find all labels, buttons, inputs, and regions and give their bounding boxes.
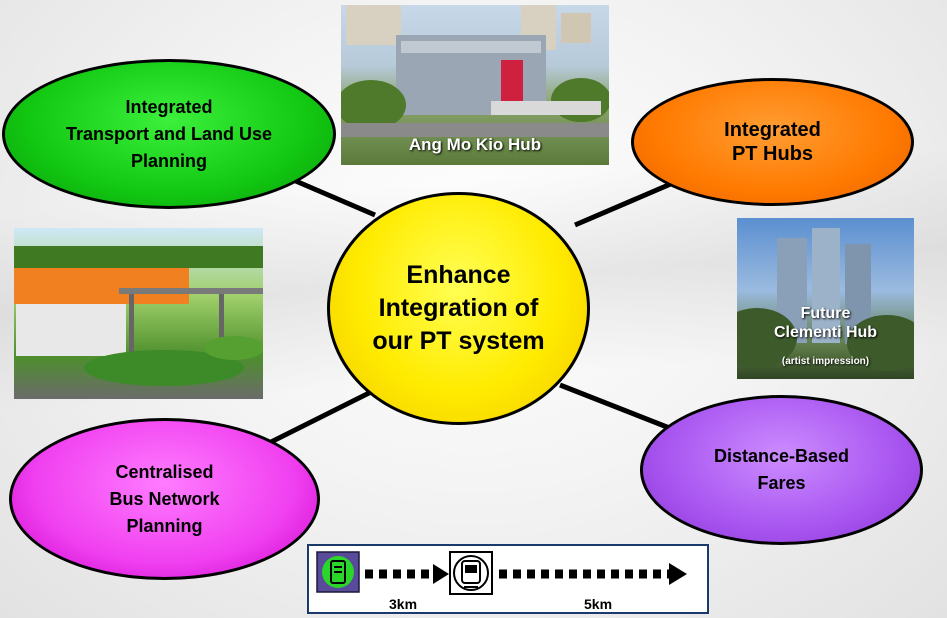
- fare-journey-graphic: [316, 551, 687, 595]
- ang-mo-kio-illustration: [341, 5, 609, 137]
- ang-mo-kio-hub-photo: Ang Mo Kio Hub: [341, 5, 609, 165]
- bus-icon: [316, 551, 360, 593]
- leg2-distance: 5km: [584, 596, 613, 612]
- node-integrated-pt-hubs-label: Integrated PT Hubs: [724, 119, 821, 165]
- node-integrated-transport-land-use: Integrated Transport and Land Use Planni…: [2, 59, 336, 209]
- bus-interchange-illustration: [14, 246, 263, 386]
- clementi-note: (artist impression): [781, 356, 870, 367]
- connector-pt-hubs: [574, 177, 681, 228]
- bus-interchange-photo: [14, 228, 263, 399]
- clementi-illustration: [737, 228, 914, 371]
- leg1-distance: 3km: [389, 596, 418, 612]
- node-centralised-bus-network-label: Centralised Bus Network Planning: [109, 461, 220, 536]
- ang-mo-kio-caption: Ang Mo Kio Hub: [408, 135, 542, 154]
- train-icon: [449, 551, 493, 595]
- center-node-label: Enhance Integration of our PT system: [372, 261, 545, 355]
- clementi-hub-photo: Future Clementi Hub (artist impression): [737, 218, 914, 379]
- node-centralised-bus-network: Centralised Bus Network Planning: [9, 418, 320, 580]
- node-distance-based-fares: Distance-Based Fares: [640, 395, 923, 545]
- distance-fare-diagram: 3km 5km: [307, 544, 709, 614]
- node-integrated-transport-land-use-label: Integrated Transport and Land Use Planni…: [65, 96, 273, 171]
- center-node: Enhance Integration of our PT system: [327, 192, 590, 425]
- leg1-arrow: [365, 564, 449, 584]
- node-distance-based-fares-label: Distance-Based Fares: [713, 446, 850, 493]
- clementi-caption: Future Clementi Hub: [773, 305, 878, 341]
- node-integrated-pt-hubs: Integrated PT Hubs: [631, 78, 914, 206]
- leg2-arrow: [499, 563, 687, 585]
